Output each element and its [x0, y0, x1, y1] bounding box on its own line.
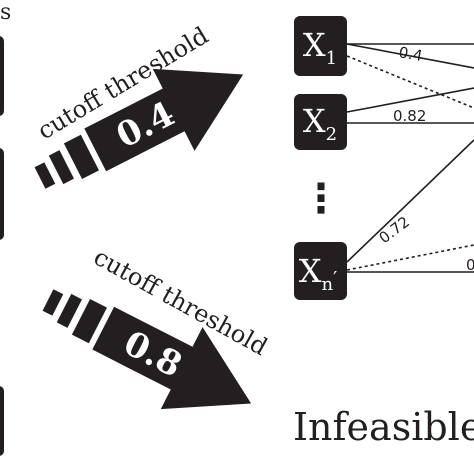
node-xn-base: X [299, 252, 322, 290]
node-x2-base: X [303, 102, 326, 140]
node-xn: Xn′ [294, 242, 347, 300]
edge-x2-up [346, 87, 474, 113]
node-ellipsis: ⋮ [301, 176, 341, 222]
corner-text: s [0, 0, 11, 25]
edge-xn-dashed [346, 244, 474, 271]
edge-xn-up [346, 139, 474, 263]
edge-labels: 0.4 0.82 0.72 0 [376, 43, 474, 274]
left-edge-boxes: s [0, 0, 11, 456]
edge-label-xn: 0.72 [376, 213, 414, 247]
node-xn-sub: n [322, 274, 334, 295]
left-edge-box-top [0, 36, 4, 116]
lower-arrow-shape: 0.8 [42, 289, 252, 410]
node-x1-base: X [303, 26, 326, 64]
edge-label-x1: 0.4 [397, 43, 424, 65]
edges [346, 43, 474, 273]
lower-threshold-arrow: cutoff threshold 0.8 [42, 243, 272, 410]
svg-text:X2: X2 [303, 102, 337, 145]
left-edge-box-middle [0, 148, 4, 240]
edge-x1-dashed [346, 55, 474, 109]
upper-threshold-arrow: cutoff threshold 0.4 [33, 21, 244, 189]
node-x1-sub: 1 [326, 48, 337, 69]
left-edge-box-bottom [0, 386, 4, 456]
svg-text:X1: X1 [303, 26, 337, 69]
infeasible-label: Infeasible [293, 405, 474, 449]
node-x2-sub: 2 [326, 124, 337, 145]
edge-label-xn-right: 0 [466, 256, 474, 274]
edge-label-x2: 0.82 [393, 107, 426, 125]
node-x2: X2 [294, 94, 347, 150]
node-x1: X1 [294, 16, 347, 76]
node-xn-prime: ′ [333, 268, 337, 289]
svg-text:Xn′: Xn′ [299, 252, 337, 295]
edge-x1-right [346, 43, 474, 69]
